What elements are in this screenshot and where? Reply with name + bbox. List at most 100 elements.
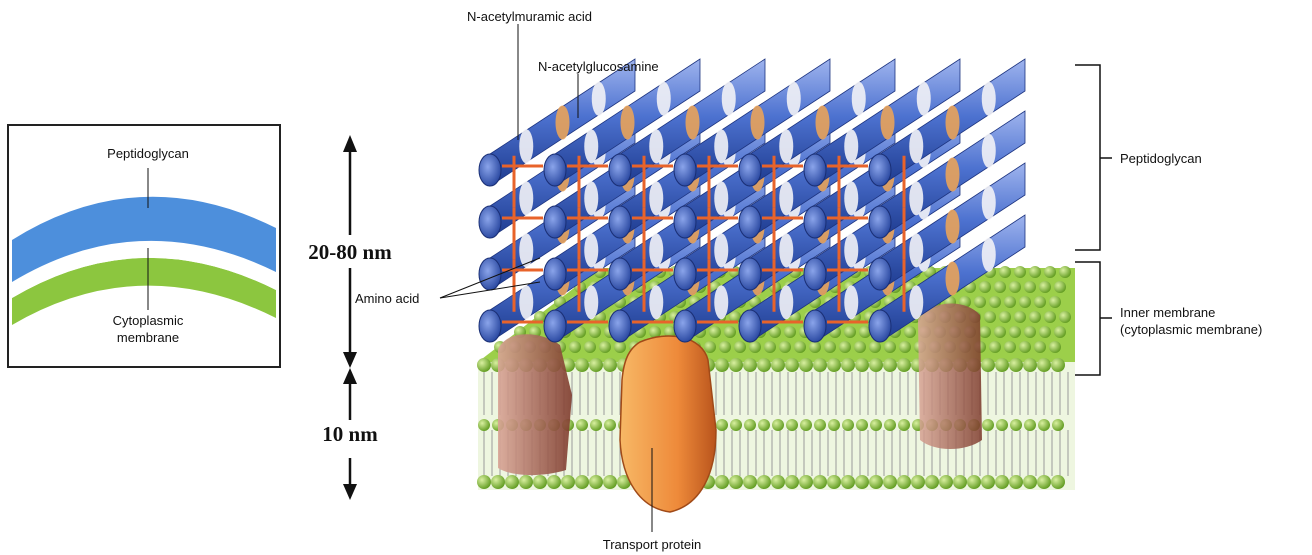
lipid-head: [547, 475, 561, 489]
lipid-head: [1009, 358, 1023, 372]
n-acetylmuramic-acid-unit: [714, 181, 728, 215]
lipid-head: [824, 341, 836, 353]
lipid-head: [771, 358, 785, 372]
glycan-strand-end: [804, 154, 826, 186]
lipid-head: [995, 475, 1009, 489]
lipid-head: [477, 475, 491, 489]
inner-membrane-label-line2: (cytoplasmic membrane): [1120, 322, 1262, 337]
lipid-head: [477, 358, 491, 372]
lipid-head: [505, 475, 519, 489]
lipid-head: [772, 419, 784, 431]
lipid-head: [757, 475, 771, 489]
glycan-strand-end: [479, 310, 501, 342]
lipid-head: [730, 419, 742, 431]
lipid-head: [794, 341, 806, 353]
glycan-strand-end: [869, 310, 891, 342]
n-acetylmuramic-acid-unit: [714, 129, 728, 163]
lipid-head: [883, 358, 897, 372]
lipid-head: [590, 419, 602, 431]
lipid-head: [715, 358, 729, 372]
n-acetylmuramic-acid-unit: [917, 82, 931, 116]
lipid-head: [839, 341, 851, 353]
lipid-head: [584, 341, 596, 353]
lipid-head: [1059, 311, 1071, 323]
glycan-strand-end: [674, 310, 696, 342]
lipid-head: [925, 475, 939, 489]
lipid-head: [996, 419, 1008, 431]
lipid-head: [716, 419, 728, 431]
right-brackets: [1075, 65, 1112, 375]
lipid-head: [729, 475, 743, 489]
n-acetylmuramic-acid-unit: [787, 82, 801, 116]
glycan-strand-end: [674, 258, 696, 290]
n-acetylmuramic-acid-unit: [584, 285, 598, 319]
lipid-head: [884, 419, 896, 431]
glycan-strand-end: [804, 310, 826, 342]
n-acetylmuramic-acid-unit: [909, 181, 923, 215]
lipid-head: [719, 341, 731, 353]
lipid-head: [519, 475, 533, 489]
cell-wall-arrowhead-up-icon: [343, 135, 357, 152]
peptidoglycan-bracket: [1075, 65, 1100, 250]
glycan-strand-end: [869, 258, 891, 290]
n-acetylmuramic-acid-unit: [982, 238, 996, 272]
lipid-head: [799, 475, 813, 489]
lipid-head: [813, 475, 827, 489]
lipid-head: [897, 475, 911, 489]
lipid-head: [967, 475, 981, 489]
lipid-head: [1049, 341, 1061, 353]
glycan-strand-end: [804, 206, 826, 238]
lipid-head: [1010, 419, 1022, 431]
lipid-head: [749, 341, 761, 353]
lipid-head: [704, 341, 716, 353]
lipid-head: [984, 311, 996, 323]
lipid-head: [1029, 311, 1041, 323]
lipid-head: [1009, 475, 1023, 489]
glycan-strand-end: [674, 206, 696, 238]
lipid-head: [478, 419, 490, 431]
n-acetylmuramic-acid-unit: [584, 181, 598, 215]
glycan-strand-end: [544, 154, 566, 186]
n-acetylmuramic-acid-unit: [909, 129, 923, 163]
dimension-arrows: 20-80 nm 10 nm: [308, 135, 392, 500]
n-acetylglucosamine-unit: [946, 210, 960, 244]
glycan-strand-end: [609, 154, 631, 186]
lipid-head: [855, 358, 869, 372]
n-acetylglucosamine-unit: [556, 106, 570, 140]
lipid-head: [1019, 296, 1031, 308]
lipid-head: [1034, 296, 1046, 308]
lipid-head: [1034, 341, 1046, 353]
transport-protein: [620, 336, 716, 512]
peptidoglycan-label: Peptidoglycan: [1120, 151, 1202, 166]
lipid-head: [842, 419, 854, 431]
n-acetylmuramic-acid-unit: [982, 186, 996, 220]
n-acetylmuramic-acid-unit: [982, 134, 996, 168]
lipid-head: [869, 341, 881, 353]
n-acetylmuramic-acid-unit: [649, 233, 663, 267]
lipid-head: [1004, 341, 1016, 353]
glycan-strand-end: [609, 258, 631, 290]
n-acetylmuramic-acid-unit: [649, 285, 663, 319]
n-acetylglucosamine-unit: [881, 106, 895, 140]
n-acetylmuramic-acid-unit: [844, 129, 858, 163]
lipid-head: [899, 341, 911, 353]
lipid-head: [999, 266, 1011, 278]
lipid-head: [854, 341, 866, 353]
glycan-strand-end: [544, 258, 566, 290]
n-acetylglucosamine-unit: [946, 158, 960, 192]
lipid-head: [800, 419, 812, 431]
n-acetylmuramic-acid-unit: [649, 181, 663, 215]
lipid-head: [1024, 326, 1036, 338]
lipid-head: [715, 475, 729, 489]
glycan-strand-end: [479, 206, 501, 238]
lipid-head: [1054, 326, 1066, 338]
lipid-head: [779, 341, 791, 353]
lipid-head: [561, 475, 575, 489]
lipid-head: [827, 358, 841, 372]
lipid-head: [1052, 419, 1064, 431]
lipid-head: [979, 281, 991, 293]
lipid-head: [786, 419, 798, 431]
lipid-head: [982, 419, 994, 431]
glycan-strand-end: [479, 154, 501, 186]
